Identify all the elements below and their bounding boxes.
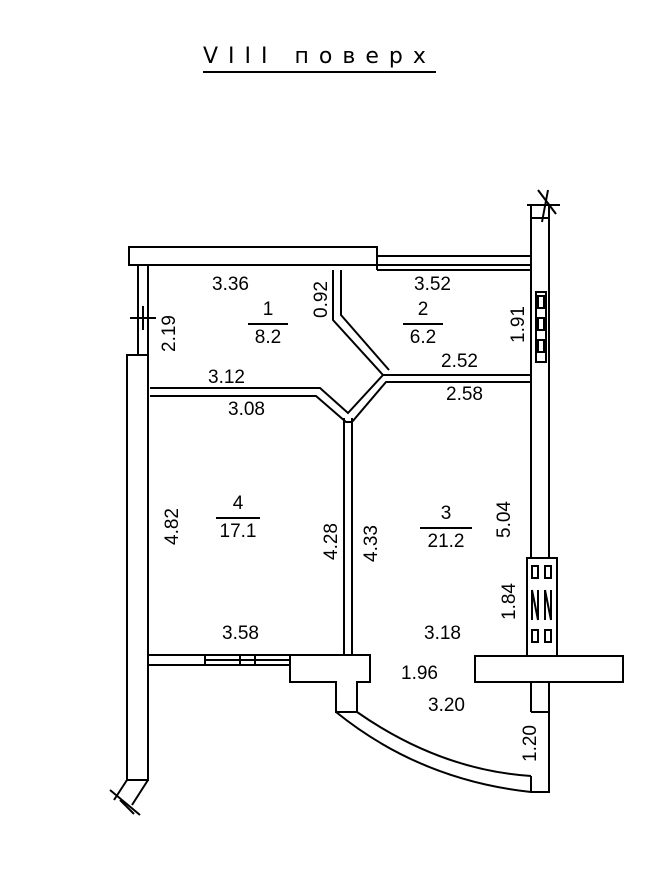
room-2-label: 2 6.2 <box>403 300 443 347</box>
vent-block <box>535 291 547 363</box>
balcony-slab-right <box>474 655 624 683</box>
room-number: 3 <box>420 504 472 529</box>
left-wall-lower <box>126 354 149 781</box>
dim-label: 4.33 <box>361 525 382 562</box>
dim-label: 0.92 <box>311 281 332 318</box>
top-wall <box>128 246 378 266</box>
room-number: 4 <box>216 494 260 519</box>
dim-label: 3.58 <box>222 623 259 644</box>
dim-label: 3.52 <box>414 274 451 295</box>
balcony-curve <box>335 711 550 793</box>
dim-label: 4.82 <box>162 508 183 545</box>
room-1-label: 1 8.2 <box>248 300 288 347</box>
central-pier <box>289 654 371 713</box>
dim-label: 1.96 <box>401 663 438 684</box>
dim-label: 3.36 <box>212 274 249 295</box>
dim-label: 1.84 <box>499 583 520 620</box>
room-4-label: 4 17.1 <box>216 494 260 541</box>
dim-label: 3.18 <box>424 623 461 644</box>
dim-label: 1.91 <box>508 306 529 343</box>
dim-label: 3.12 <box>208 367 245 388</box>
dim-label: 3.20 <box>428 695 465 716</box>
dim-label: 1.20 <box>520 725 541 762</box>
floor-title: VIII поверх <box>203 44 436 73</box>
partition-room1 <box>150 374 531 415</box>
dim-label: 2.58 <box>446 384 483 405</box>
dim-label: 2.19 <box>159 315 180 352</box>
dim-label: 3.08 <box>228 399 265 420</box>
room-number: 1 <box>248 300 288 325</box>
dim-label: 5.04 <box>494 501 515 538</box>
room-number: 2 <box>403 300 443 325</box>
right-wall-upper <box>530 217 550 559</box>
dim-label: 2.52 <box>441 351 478 372</box>
room-3-label: 3 21.2 <box>420 504 472 551</box>
room-area: 21.2 <box>427 531 465 552</box>
dim-label: 4.28 <box>321 523 342 560</box>
room-area: 17.1 <box>219 521 257 542</box>
room-area: 8.2 <box>254 327 282 348</box>
room-area: 6.2 <box>409 327 437 348</box>
